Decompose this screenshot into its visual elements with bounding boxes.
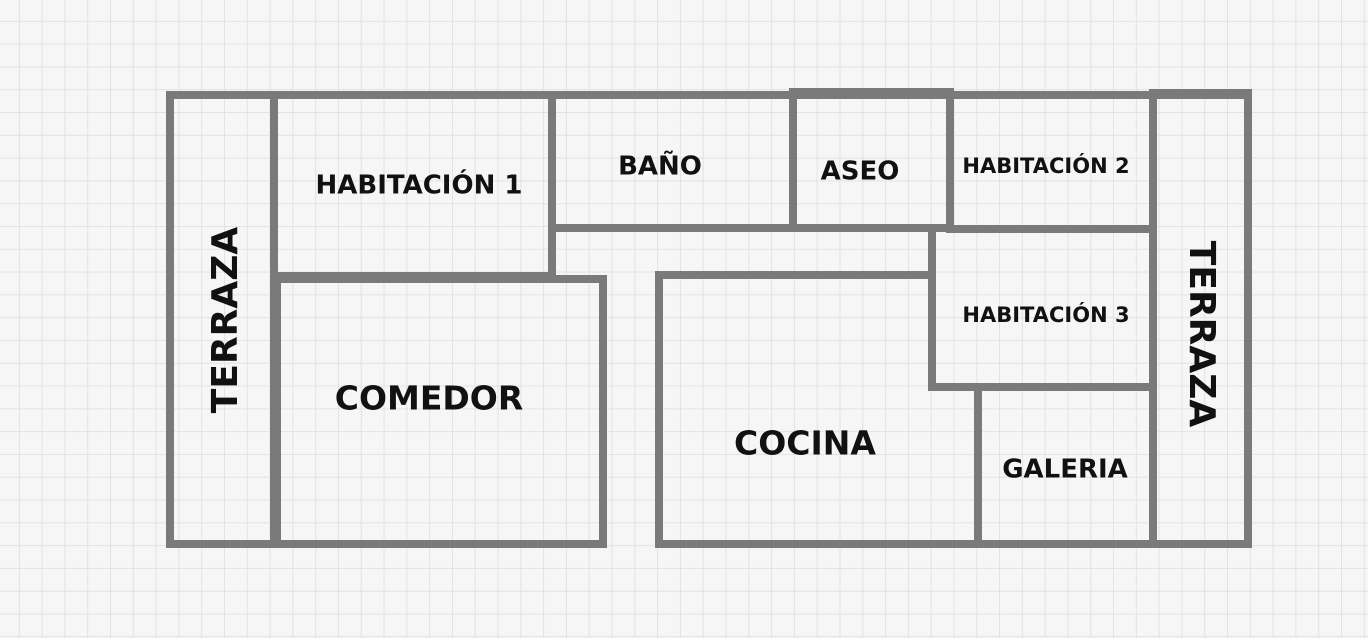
wall-habitacion-3 xyxy=(928,225,1157,391)
wall-comedor xyxy=(273,275,607,548)
wall-terraza-right xyxy=(1149,89,1252,548)
room-label-terraza-left: TERRAZA xyxy=(205,227,246,414)
room-label-habitacion-1: HABITACIÓN 1 xyxy=(316,169,523,201)
wall-galeria xyxy=(974,383,1157,548)
wall-cocina xyxy=(655,271,982,548)
room-labels: TERRAZA HABITACIÓN 1 BAÑO ASEO HABITACIÓ… xyxy=(205,150,1222,485)
room-label-cocina: COCINA xyxy=(734,424,876,463)
room-label-habitacion-2: HABITACIÓN 2 xyxy=(962,153,1129,178)
room-label-bano: BAÑO xyxy=(618,150,702,182)
room-label-aseo: ASEO xyxy=(821,157,900,187)
room-label-terraza-right: TERRAZA xyxy=(1181,241,1222,428)
room-label-galeria: GALERIA xyxy=(1002,455,1128,485)
walls xyxy=(166,88,1252,548)
room-label-comedor: COMEDOR xyxy=(335,379,524,418)
room-label-habitacion-3: HABITACIÓN 3 xyxy=(962,302,1129,327)
wall-aseo xyxy=(789,88,954,232)
